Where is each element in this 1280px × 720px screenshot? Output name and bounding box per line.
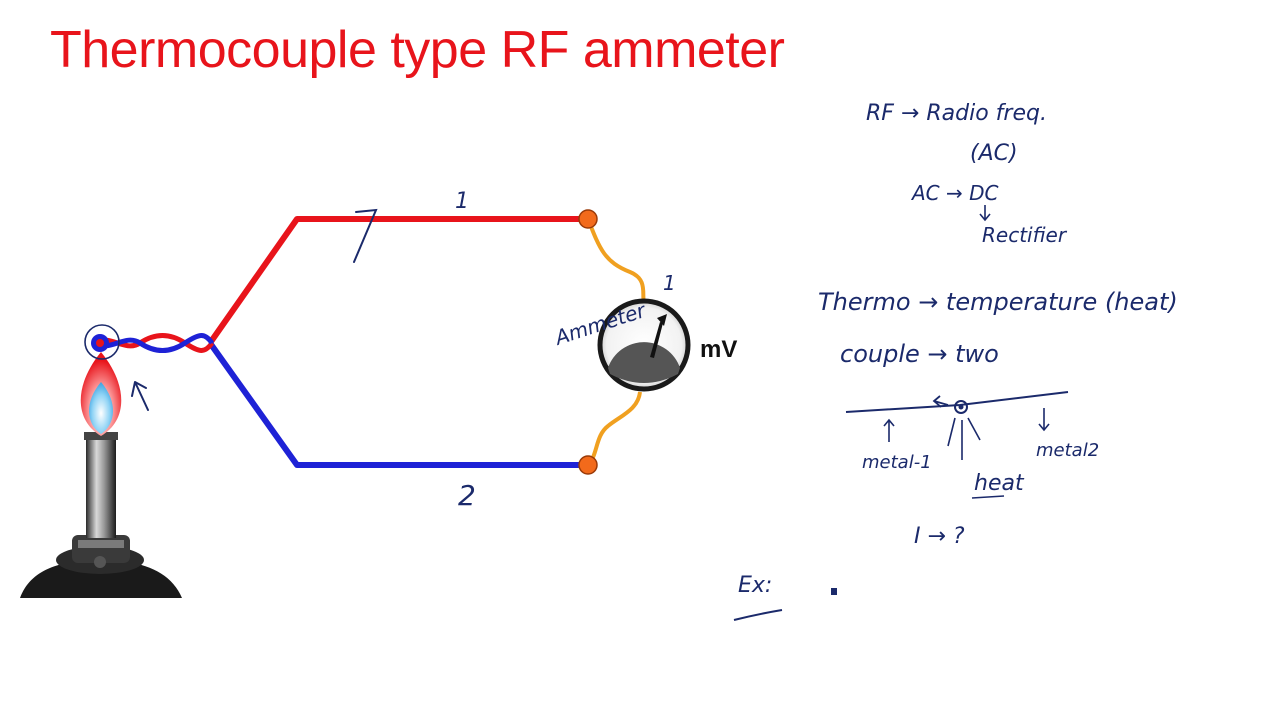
flame: [80, 352, 122, 436]
note-ac-dc: AC → DC: [910, 181, 999, 205]
junction-arrow: [131, 381, 149, 411]
note-heat: heat: [974, 471, 1025, 496]
wire-2: [207, 341, 588, 468]
cursor-mark: [831, 588, 837, 595]
wire-2-label: 2: [458, 479, 476, 512]
note-thermo: Thermo → temperature (heat): [818, 288, 1178, 316]
example-underline: [733, 609, 783, 621]
note-rectifier-arrow: [979, 205, 991, 222]
burner-tube: [86, 436, 116, 538]
meter-unit-label: mV: [700, 336, 737, 363]
note-rectifier: Rectifier: [982, 223, 1068, 247]
junction-annotation-circle: [84, 324, 120, 360]
wire-1-tick-mark: [353, 208, 378, 263]
wire-1-label: 1: [455, 189, 469, 214]
hot-junction: [84, 324, 215, 360]
note-example: Ex:: [738, 573, 772, 598]
heat-arrows: [947, 417, 981, 460]
note-metal-2: metal2: [1036, 440, 1099, 461]
meter-needle: [650, 322, 663, 358]
terminal-bottom: [578, 455, 598, 475]
wire-1: [207, 216, 588, 345]
bunsen-burner: [20, 432, 182, 598]
metal-2-arrow: [1038, 408, 1050, 432]
lead-top: [586, 218, 647, 306]
millivoltmeter: mV: [597, 298, 737, 392]
burner-base: [20, 560, 182, 598]
terminal-top: [578, 209, 598, 229]
note-current-question: I → ?: [914, 524, 965, 549]
metal-1-arrow: [883, 418, 895, 442]
note-ac: (AC): [970, 141, 1018, 166]
meter-marker-label: 1: [663, 271, 676, 295]
note-rf: RF → Radio freq.: [866, 101, 1047, 126]
note-metal-1: metal-1: [862, 452, 932, 473]
lead-bottom: [586, 391, 642, 467]
page-title: Thermocouple type RF ammeter: [50, 21, 785, 79]
note-couple: couple → two: [840, 340, 999, 368]
notes: RF → Radio freq. (AC) AC → DC Rectifier …: [733, 101, 1178, 621]
